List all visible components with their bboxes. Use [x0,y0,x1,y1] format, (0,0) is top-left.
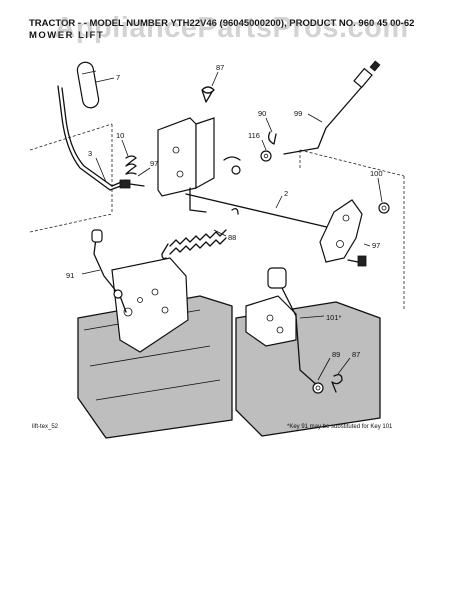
washer-116 [260,150,272,162]
handle-grip [76,61,100,109]
clip-90 [268,131,277,145]
callout-7: 7 [116,73,120,82]
callout-99: 99 [294,109,302,118]
watermark: AppliancePartsPros.com [54,12,409,44]
callout-116: 116 [248,131,260,140]
right-hanger-101 [267,267,319,387]
shoulder-bolt-left [119,179,145,189]
lift-bracket [157,117,215,197]
mower-deck-right [235,295,381,437]
callout-97-right: 97 [372,241,380,250]
callout-91: 91 [66,271,74,280]
hair-pin-clip-top [201,86,215,103]
handle-spring [125,155,137,175]
drawing-code: lift-tex_52 [32,424,59,430]
callout-88: 88 [228,233,236,242]
lift-shaft [185,156,349,233]
callout-3: 3 [88,149,92,158]
callout-90: 90 [258,109,266,118]
hair-pin-clip-bottom [331,374,343,393]
deck-bracket-left [111,257,189,353]
diagram-title: TRACTOR - - MODEL NUMBER YTH22V46 (96045… [29,18,415,29]
callout-labels: 7 87 90 99 116 10 3 97 2 100 88 97 91 10… [66,63,383,359]
callout-2: 2 [284,189,288,198]
diagram-subtitle: MOWER LIFT [29,30,105,41]
lift-handle [57,85,127,191]
left-hanger-91 [91,229,127,313]
callout-10: 10 [116,131,124,140]
callout-97-left: 97 [150,159,158,168]
shoulder-bolt-right [347,255,367,267]
washer-100 [378,202,390,214]
leader-lines [81,71,383,381]
lift-link-rod [283,60,381,155]
assist-spring [161,208,239,260]
washer-89 [312,382,324,394]
callout-89: 89 [332,350,340,359]
frame-outline [29,123,405,310]
callout-87-top: 87 [216,63,224,72]
callout-101: 101* [326,313,342,322]
callout-87-bottom: 87 [352,350,360,359]
right-lift-arm [319,199,363,263]
callout-100: 100 [370,169,383,178]
substitution-note: *Key 91 may be substituted for Key 101 [287,424,393,430]
